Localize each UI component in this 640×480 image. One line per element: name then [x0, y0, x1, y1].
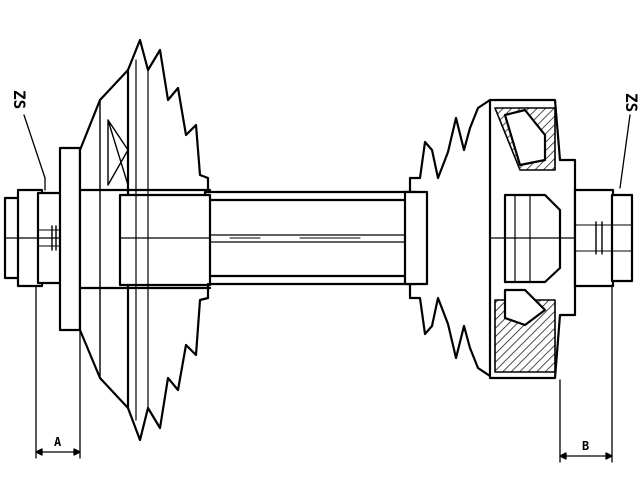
right-boot: [403, 98, 492, 378]
left-cv-joint: [58, 68, 212, 410]
right-spline-label: ZS: [622, 93, 640, 112]
right-dimension-label: B: [582, 439, 589, 453]
left-spline-label: ZS: [10, 90, 29, 109]
right-dimension-lines: [559, 114, 631, 463]
left-dimension-lines: [23, 114, 81, 459]
left-dimension-label: A: [54, 435, 62, 449]
right-cv-joint: [488, 98, 621, 380]
main-shaft: [203, 190, 419, 286]
left-boot: [126, 38, 210, 442]
right-stub-shaft: [573, 188, 634, 288]
